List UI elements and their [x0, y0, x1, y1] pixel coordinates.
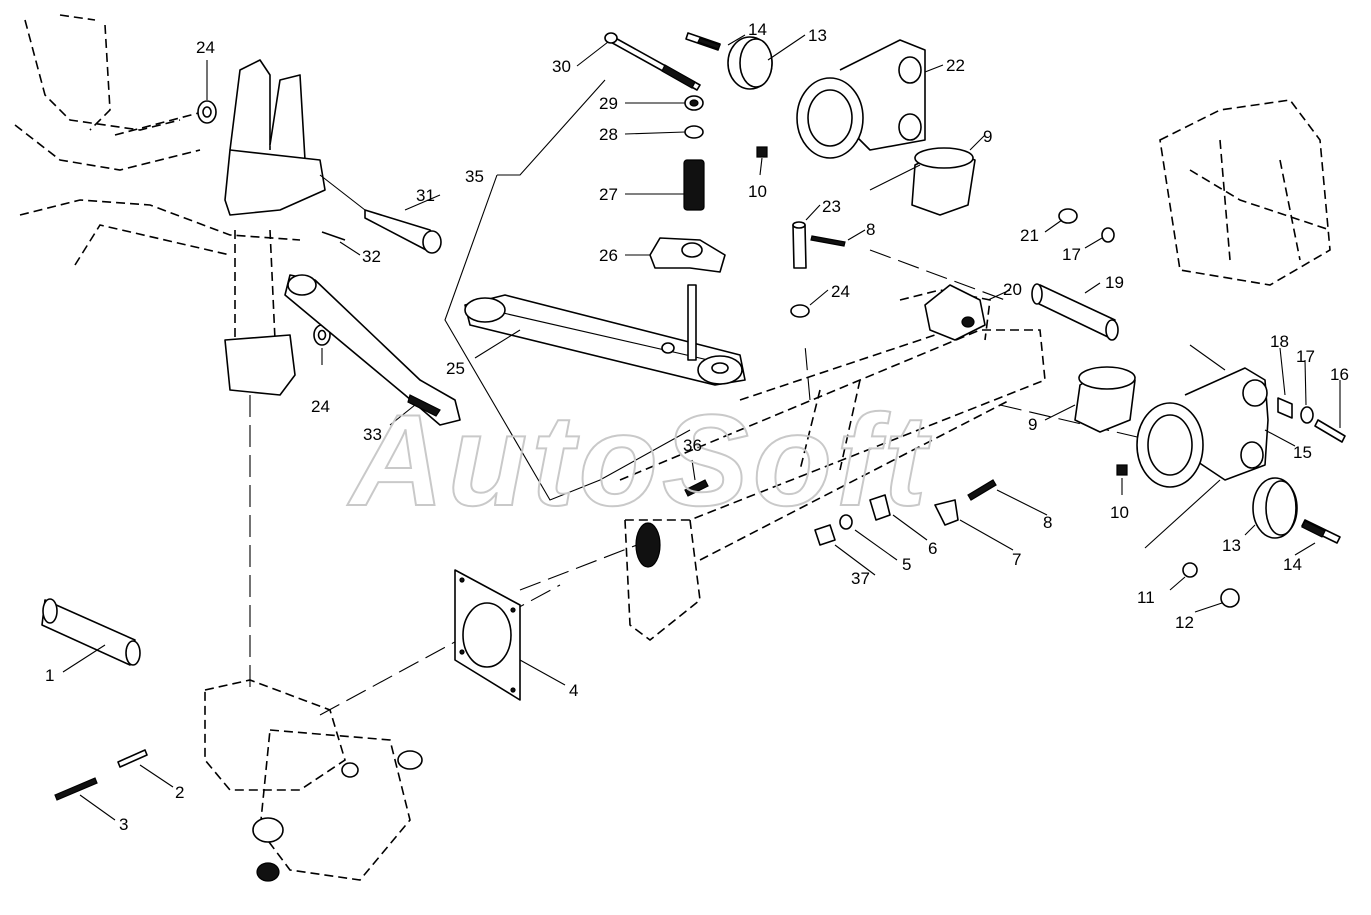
- callout-9a: 9: [983, 127, 992, 146]
- callout-14b: 14: [1283, 555, 1302, 574]
- bushing-9-top: [911, 147, 976, 216]
- cap-13-right: [1252, 477, 1298, 539]
- fitting-20: [924, 284, 986, 341]
- callout-12: 12: [1175, 613, 1194, 632]
- pin-23: [792, 221, 807, 269]
- tube-1: [41, 598, 141, 666]
- pin-7: [934, 499, 959, 526]
- callout-24b: 24: [311, 397, 330, 416]
- callout-18: 18: [1270, 332, 1289, 351]
- drag-link-25: [464, 294, 746, 386]
- washer-11: [1182, 562, 1198, 578]
- tie-rod-arm-33: [284, 274, 461, 426]
- callout-16: 16: [1330, 365, 1349, 384]
- callout-35: 35: [465, 167, 484, 186]
- bolt-16: [1314, 419, 1346, 443]
- steering-knuckle: [224, 59, 326, 396]
- ghost-frame-right: [1159, 99, 1331, 286]
- callout-5: 5: [902, 555, 911, 574]
- callout-1: 1: [45, 666, 54, 685]
- clamp-26: [649, 237, 726, 361]
- callout-37: 37: [851, 569, 870, 588]
- callout-13b: 13: [1222, 536, 1241, 555]
- bolt-6: [869, 494, 891, 521]
- callout-21: 21: [1020, 226, 1039, 245]
- pin-2: [117, 749, 148, 768]
- callout-19: 19: [1105, 273, 1124, 292]
- leader-lines: [62, 34, 1341, 821]
- ghost-axle-housing: [619, 289, 1046, 642]
- callout-13a: 13: [808, 26, 827, 45]
- bracket-22: [796, 39, 926, 159]
- callout-17b: 17: [1296, 347, 1315, 366]
- bushing-37: [814, 524, 836, 546]
- gasket-4: [454, 569, 521, 701]
- watermark-text: AutoSoft: [347, 387, 931, 533]
- callout-20: 20: [1003, 280, 1022, 299]
- callout-3: 3: [119, 815, 128, 834]
- bushing-9-right: [1074, 366, 1136, 433]
- callout-26: 26: [599, 246, 618, 265]
- callout-17a: 17: [1062, 245, 1081, 264]
- spring-pin-36: [684, 479, 709, 497]
- spring-pin-8-right: [967, 479, 997, 501]
- bolt-14-right: [1301, 519, 1341, 544]
- spring-27: [683, 159, 705, 211]
- callout-11: 11: [1137, 588, 1155, 607]
- washer-24-centre: [790, 304, 810, 318]
- bevel-gear: [635, 522, 661, 568]
- callout-28: 28: [599, 125, 618, 144]
- ghost-gearbox: [204, 679, 411, 881]
- callout-labels: 24 24 31 32 33 35 25 26 27 28 29 30 14 1…: [45, 20, 1349, 834]
- nut-21: [1058, 208, 1078, 224]
- callout-25: 25: [446, 359, 465, 378]
- nut-12: [1220, 588, 1240, 608]
- callout-10a: 10: [748, 182, 767, 201]
- callout-29: 29: [599, 94, 618, 113]
- callout-6: 6: [928, 539, 937, 558]
- gearbox-detail: [252, 750, 423, 882]
- callout-22: 22: [946, 56, 965, 75]
- callout-23: 23: [822, 197, 841, 216]
- cap-13-top: [727, 36, 773, 90]
- callout-15: 15: [1293, 443, 1312, 462]
- callout-36: 36: [683, 436, 702, 455]
- nut-29: [684, 95, 704, 111]
- washer-24-upper: [197, 100, 217, 124]
- callout-8a: 8: [866, 220, 875, 239]
- split-pin-32: [321, 231, 346, 241]
- callout-7: 7: [1012, 550, 1021, 569]
- shaft-19: [1031, 283, 1119, 341]
- pin-31: [319, 174, 442, 254]
- callout-24a: 24: [196, 38, 215, 57]
- bracket-15: [1136, 367, 1269, 488]
- callout-32: 32: [362, 247, 381, 266]
- bolt-14-top: [685, 32, 721, 51]
- spring-pin-8-top: [810, 235, 846, 247]
- callout-9b: 9: [1028, 415, 1037, 434]
- bolt-30: [604, 32, 701, 91]
- washer-17-top: [1101, 227, 1115, 243]
- grease-nipple-10-right: [1116, 464, 1128, 476]
- callout-31: 31: [416, 186, 435, 205]
- spacer-18: [1277, 397, 1293, 419]
- callout-30: 30: [552, 57, 571, 76]
- washer-28: [684, 125, 704, 139]
- grease-nipple-10-top: [756, 146, 768, 158]
- washer-17-right: [1300, 406, 1314, 424]
- callout-4: 4: [569, 681, 578, 700]
- pin-3: [54, 777, 98, 801]
- callout-27: 27: [599, 185, 618, 204]
- callout-33: 33: [363, 425, 382, 444]
- callout-2: 2: [175, 783, 184, 802]
- callout-24c: 24: [831, 282, 850, 301]
- callout-8b: 8: [1043, 513, 1052, 532]
- ghost-frame-left: [14, 14, 301, 266]
- callout-10b: 10: [1110, 503, 1129, 522]
- callout-14a: 14: [748, 20, 767, 39]
- washer-5: [839, 514, 853, 530]
